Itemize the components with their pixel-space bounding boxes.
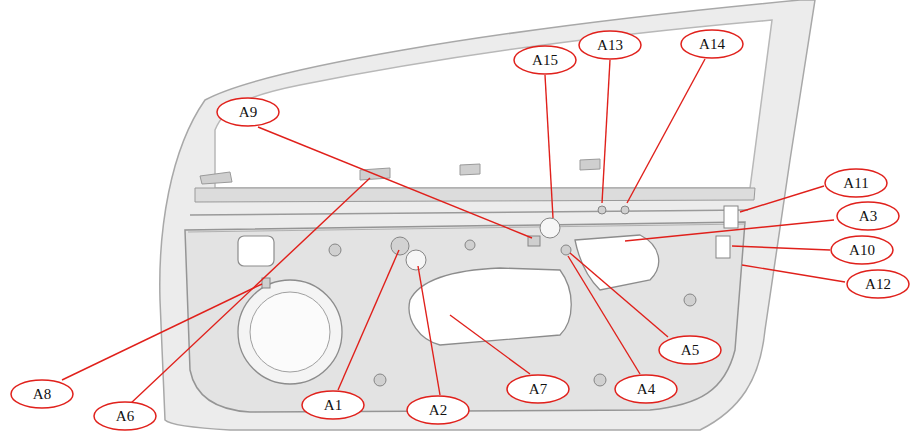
callout-ellipse: A9 [216, 97, 280, 127]
callout-number: A5 [681, 343, 699, 358]
speaker-hole [250, 292, 330, 372]
access-hole [238, 236, 274, 266]
mount-hole [374, 374, 386, 386]
callout-number: A2 [429, 403, 447, 418]
leader-line [732, 246, 830, 250]
callout-number: A1 [324, 398, 342, 413]
leader-line [62, 284, 262, 380]
callout-ellipse: A5 [658, 335, 722, 365]
hinge-slot [724, 206, 738, 228]
callout-number: A12 [865, 277, 891, 292]
upper-opening [575, 235, 659, 290]
leader-line [602, 60, 610, 203]
callout-number: A14 [699, 37, 725, 52]
callout-number: A13 [597, 38, 623, 53]
leader-line [740, 186, 824, 212]
callout-ellipse: A12 [846, 269, 910, 299]
leader-line [545, 75, 553, 218]
leader-line [570, 253, 668, 337]
callout-number: A11 [843, 176, 868, 191]
panel-rib [188, 224, 745, 232]
mount-hole [465, 240, 475, 250]
callout-ellipse: A1 [301, 390, 365, 420]
callout-ellipse: A8 [10, 379, 74, 409]
door-outline [160, 0, 815, 430]
leader-line [418, 266, 440, 395]
mount-hole [540, 218, 560, 238]
leader-line [130, 178, 370, 404]
callout-ellipse: A6 [93, 401, 157, 431]
mount-hole [391, 237, 409, 255]
callout-ellipse: A2 [406, 395, 470, 425]
leader-line [568, 256, 640, 374]
inner-panel [185, 222, 745, 412]
leader-lines [62, 59, 845, 404]
mount-hole [329, 244, 341, 256]
callout-number: A4 [637, 382, 655, 397]
large-opening [409, 268, 571, 345]
mount-hole [621, 206, 629, 214]
leader-line [742, 265, 845, 282]
speaker-mount [238, 280, 342, 384]
rail-clips [200, 159, 600, 184]
leader-line [258, 127, 532, 238]
callout-number: A6 [116, 409, 134, 424]
window-opening [215, 20, 772, 188]
callout-number: A3 [859, 209, 877, 224]
callout-ellipse: A3 [836, 201, 900, 231]
callout-ellipse: A4 [614, 374, 678, 404]
mount-hole [561, 245, 571, 255]
callout-ellipse: A10 [830, 235, 894, 265]
callout-number: A8 [33, 387, 51, 402]
callout-ellipse: A7 [506, 374, 570, 404]
leader-line [625, 220, 834, 241]
leader-line [627, 59, 705, 203]
callout-number: A15 [532, 53, 558, 68]
mount-hole [598, 206, 606, 214]
belt-rail [195, 188, 755, 202]
callout-number: A7 [529, 382, 547, 397]
callout-ellipse: A14 [680, 29, 744, 59]
mount-hole [406, 250, 426, 270]
door-body [160, 0, 815, 430]
callout-ellipse: A15 [513, 45, 577, 75]
callout-ellipse: A11 [824, 168, 888, 198]
callout-number: A9 [239, 105, 257, 120]
mount-hole [594, 374, 606, 386]
mount-hole [684, 294, 696, 306]
callout-number: A10 [849, 243, 875, 258]
hinge-slot [716, 236, 730, 258]
callout-ellipse: A13 [578, 30, 642, 60]
leader-line [450, 315, 530, 374]
leader-line [338, 250, 399, 390]
